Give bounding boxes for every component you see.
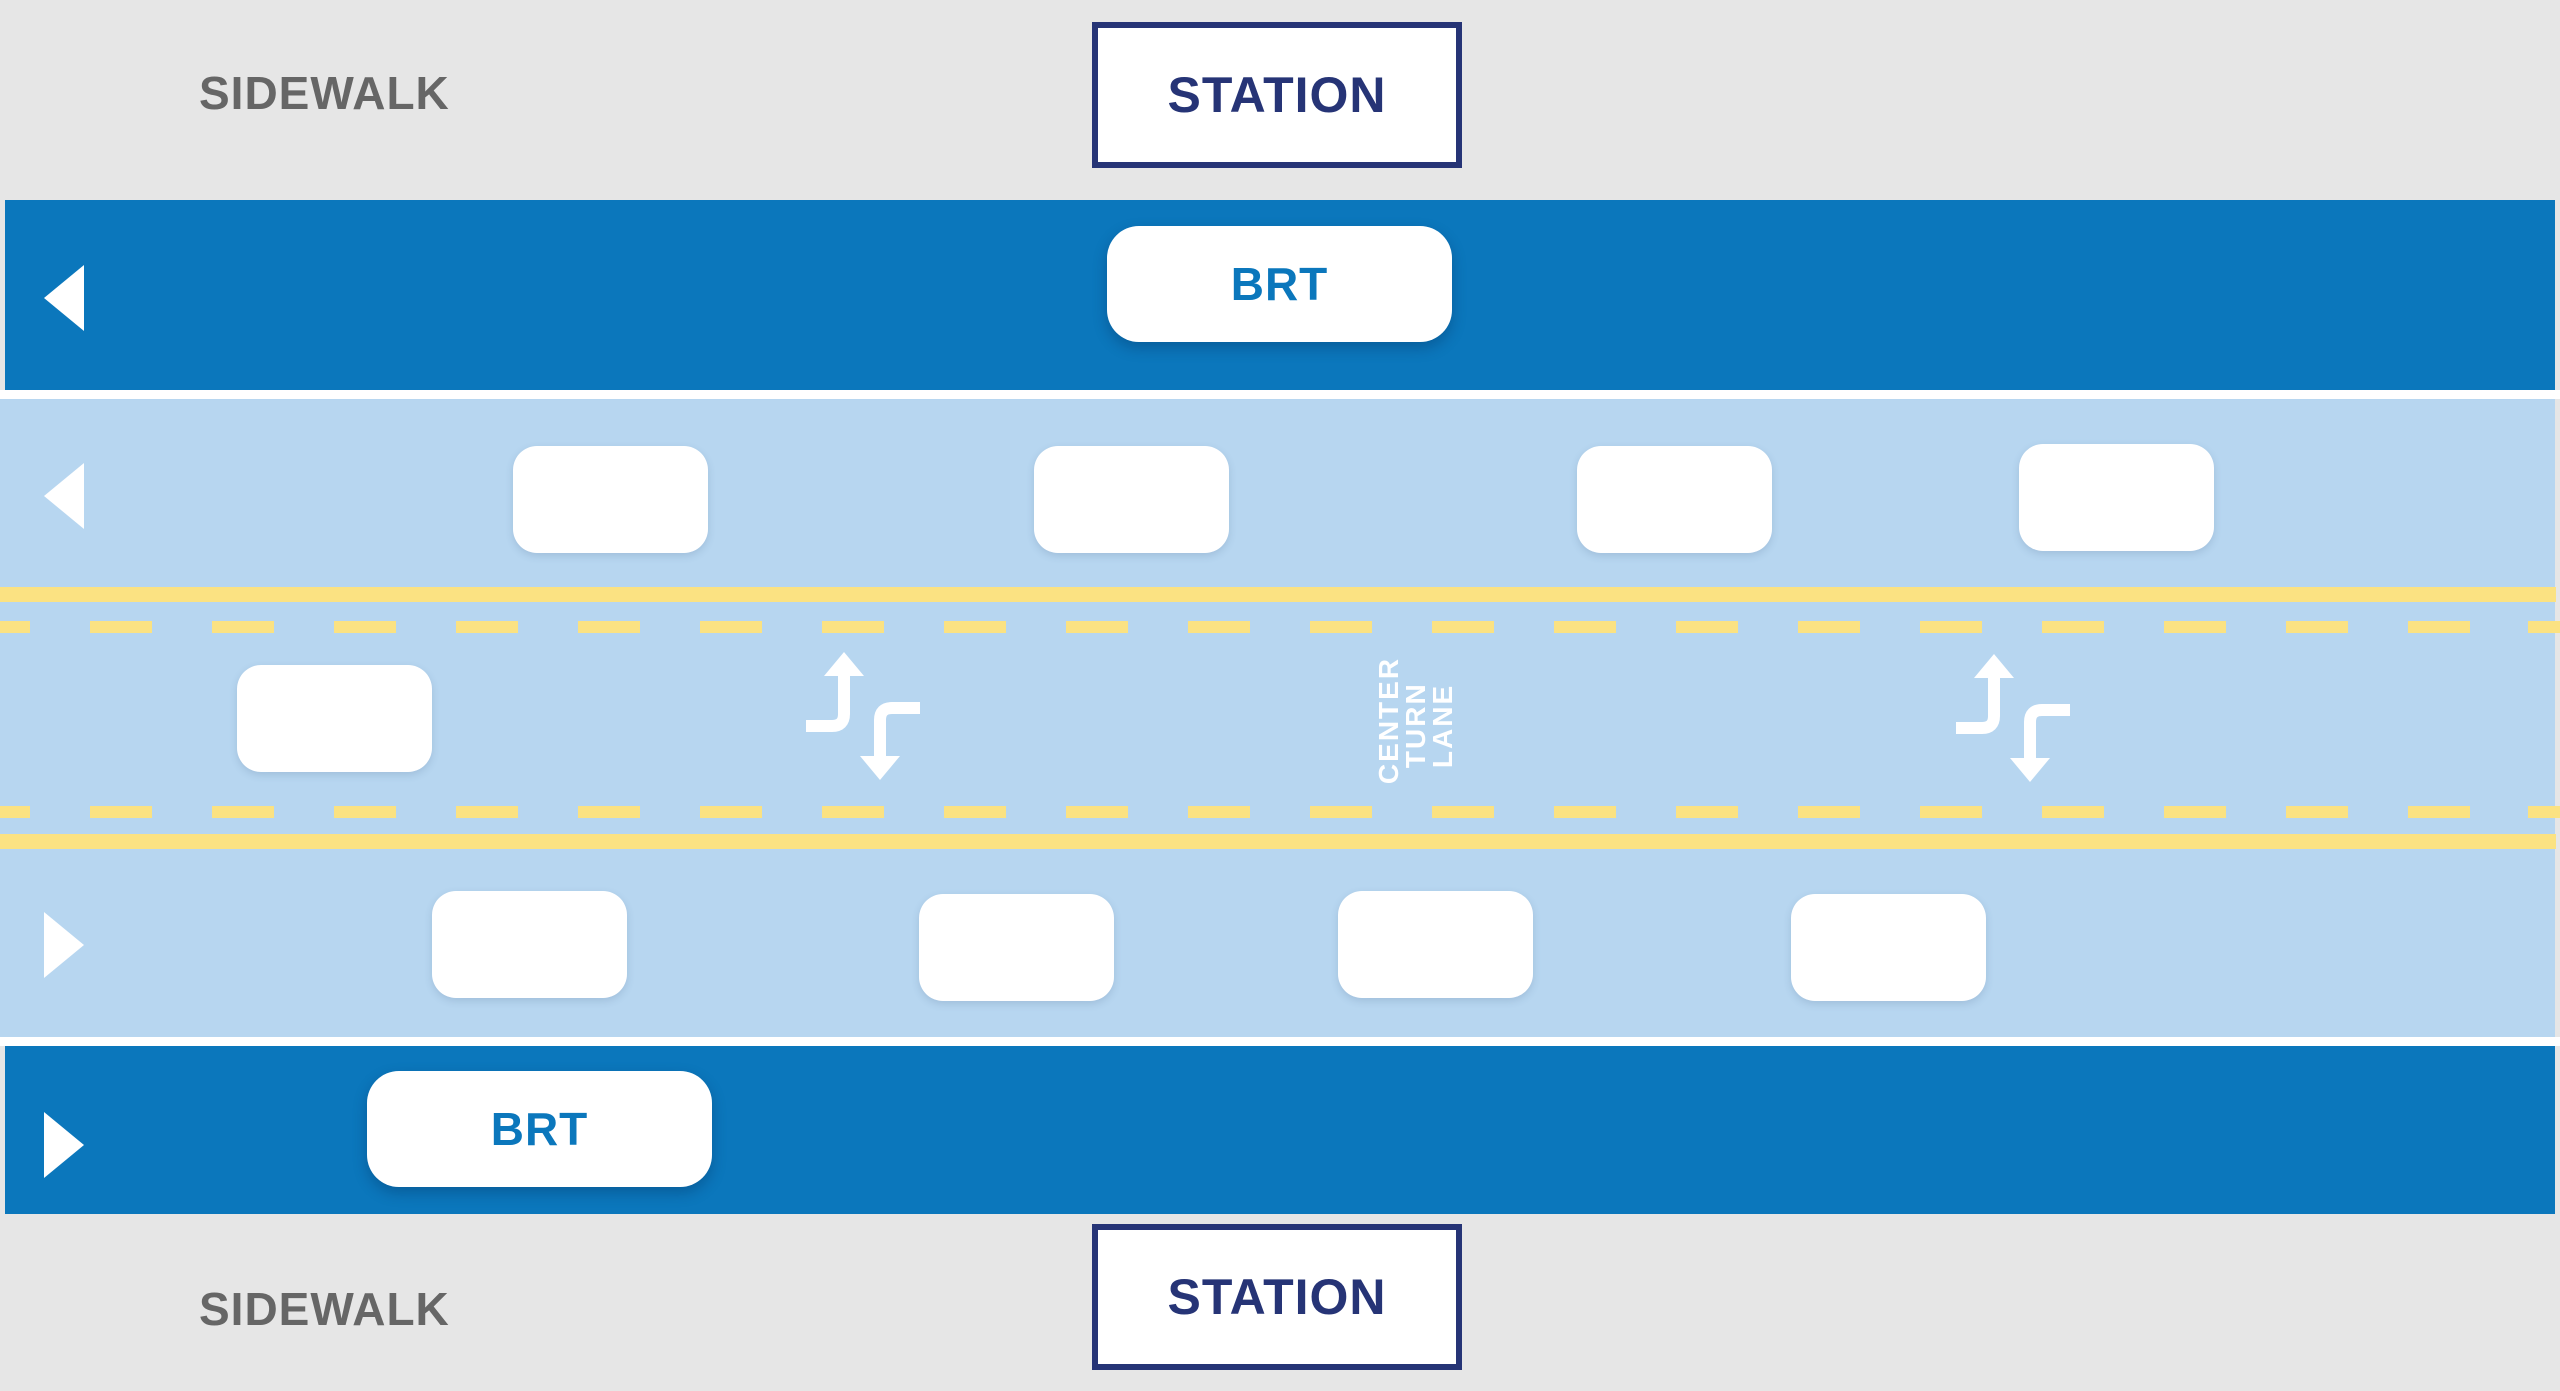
center-turn-lane-label: CENTER TURN LANE <box>1356 656 1476 783</box>
center-turn-lane-line-1: CENTER <box>1373 656 1405 784</box>
bottom-station: STATION <box>1092 1224 1462 1370</box>
triangle-left-icon <box>44 463 84 529</box>
bottom-station-label: STATION <box>1167 1269 1387 1325</box>
lane-divider-bottom <box>0 1037 2560 1046</box>
bottom-sidewalk-label: SIDEWALK <box>199 1283 450 1335</box>
center-turn-lane-line-3: LANE <box>1427 683 1459 768</box>
car <box>237 665 432 772</box>
top-sidewalk-label: SIDEWALK <box>199 67 450 119</box>
two-way-turn-arrows-icon <box>800 652 925 782</box>
dashed-yellow-line-top <box>0 621 2560 633</box>
car <box>919 894 1114 1001</box>
triangle-left-icon <box>44 265 84 331</box>
two-way-turn-arrows-icon <box>1950 654 2075 784</box>
top-station: STATION <box>1092 22 1462 168</box>
lane-divider-top <box>0 390 2560 399</box>
top-brt-bus: BRT <box>1107 226 1452 342</box>
car <box>513 446 708 553</box>
car <box>1577 446 1772 553</box>
top-station-label: STATION <box>1167 67 1387 123</box>
car <box>1791 894 1986 1001</box>
bottom-brt-bus: BRT <box>367 1071 712 1187</box>
car <box>1338 891 1533 998</box>
center-turn-lane-text: CENTER TURN LANE <box>1373 656 1459 784</box>
triangle-right-icon <box>44 1112 84 1178</box>
triangle-right-icon <box>44 912 84 978</box>
double-yellow-line-top <box>0 587 2556 602</box>
bottom-brt-bus-label: BRT <box>490 1103 589 1155</box>
dashed-yellow-line-bottom <box>0 806 2560 818</box>
car <box>1034 446 1229 553</box>
car <box>2019 444 2214 551</box>
double-yellow-line-bottom <box>0 834 2556 849</box>
center-turn-lane-line-2: TURN <box>1400 681 1432 768</box>
top-brt-bus-label: BRT <box>1230 258 1329 310</box>
car <box>432 891 627 998</box>
